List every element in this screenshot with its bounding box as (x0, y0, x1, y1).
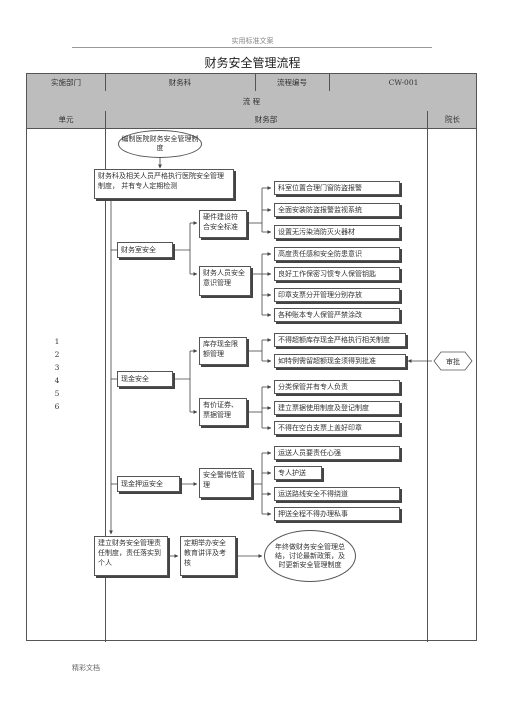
step-numbers: 1 2 3 4 5 6 (50, 335, 64, 413)
step-number: 2 (54, 350, 60, 359)
securities-item: 分类保管并有专人负责 (274, 380, 400, 394)
escort-safety-box: 现金押运安全 (117, 476, 180, 492)
code-label: 流程编号 (277, 78, 307, 87)
cash-limit-item: 不得超额库存现金严格执行相关制度 (274, 333, 406, 347)
training-box: 定期举办安全教育讲评及考核 (180, 536, 236, 576)
escort-item: 专人护送 (274, 466, 322, 480)
staff-item: 良好工作保密习惯专人保管钥匙 (274, 267, 400, 281)
hardware-item: 科室位置合理门窗防盗报警 (274, 181, 400, 195)
escort-item: 押送全程不得办理私事 (274, 507, 400, 521)
staff-item: 各种账本专人保管严禁涂改 (274, 308, 400, 322)
escort-alert-box: 安全警惕性管理 (199, 468, 252, 498)
escort-item: 运送人员要责任心强 (274, 446, 400, 460)
hardware-item: 设置无污染消防灭火器材 (274, 225, 400, 239)
responsibility-box: 建立财务安全管理责任制度，责任落实到个人 (94, 536, 168, 576)
dept-value: 财务科 (168, 78, 192, 87)
document-title: 财务安全管理流程 (204, 56, 301, 70)
header-note: 实用标准文案 (231, 37, 274, 45)
header-rule (72, 47, 432, 48)
dept-label: 实施部门 (51, 78, 81, 87)
annual-summary-node: 年终做财务安全管理总结，讨论最新政策，及时更新安全管理制度 (264, 530, 356, 582)
cash-safety-box: 现金安全 (117, 371, 173, 387)
approve-node: 审批 (433, 351, 473, 371)
staff-item: 高度责任感和安全防患意识 (274, 247, 400, 261)
flow-label: 流 程 (242, 96, 261, 106)
room-safety-box: 财务室安全 (117, 242, 173, 258)
code-value: CW-001 (388, 78, 419, 87)
securities-item: 建立票据使用制度及登记制度 (274, 401, 400, 415)
staff-item: 印章支票分开管理分别存放 (274, 288, 400, 302)
hardware-item: 全面安装防盗报警监视系统 (274, 203, 400, 217)
cash-limit-box: 库存现金限额管理 (199, 337, 247, 365)
process-table: 实施部门 财务科 流程编号 CW-001 流 程 单元 财务部 院长 (26, 73, 477, 642)
unit-label: 单元 (58, 115, 74, 124)
hardware-box: 硬件建设符合安全标准 (199, 210, 247, 238)
step-number: 5 (54, 389, 60, 398)
footer-note: 精彩文档 (72, 664, 100, 672)
strict-execution-box: 财务科及相关人员严格执行医院安全管理制度， 并有专人定期检测 (94, 169, 234, 199)
staff-awareness-box: 财务人员安全意识管理 (199, 266, 251, 296)
start-node: 编制医院财务安全管理制度 (118, 130, 202, 158)
step-number: 6 (54, 402, 60, 411)
president-label: 院长 (445, 115, 460, 124)
step-number: 1 (54, 337, 60, 346)
step-number: 4 (54, 376, 60, 385)
step-number: 3 (54, 363, 60, 372)
securities-item: 不得在空白支票上盖好印章 (274, 421, 400, 435)
table-unit-row: 单元 财务部 院长 (27, 111, 476, 129)
securities-box: 有价证券、票据管理 (199, 398, 247, 426)
escort-item: 运送路线安全不得绕道 (274, 487, 400, 501)
cash-limit-item: 如特例需留超额现金须得到批准 (274, 354, 406, 368)
finance-dept-label: 财务部 (254, 115, 278, 124)
approve-label: 审批 (446, 357, 460, 366)
